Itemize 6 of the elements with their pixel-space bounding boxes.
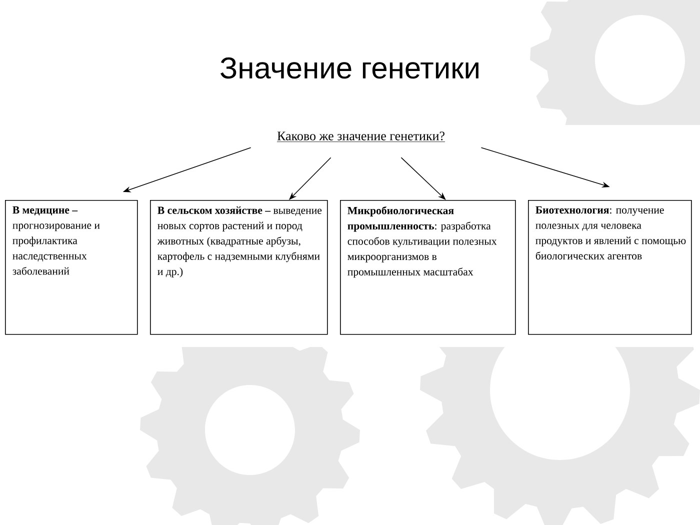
text-box: В медицине – прогнозирование и профилактика наследственных заболеваний bbox=[5, 200, 138, 335]
question-text: Каково же значение генетики? bbox=[276, 132, 446, 142]
text-box: Микробиологическая промышленность: разработка способов культивации полезных микроорганизмов в промышленных масштабах bbox=[340, 200, 516, 335]
title: Значение генетики bbox=[220, 57, 478, 79]
text-box: В сельском хозяйстве – выведение новых сортов растений и пород животных (квадратные арбузы, картофель с надземными клубнями и др.) bbox=[150, 200, 328, 335]
text-box: Биотехнология: получение полезных для человека продуктов и явлений с помощью биологических агентов bbox=[528, 200, 692, 335]
